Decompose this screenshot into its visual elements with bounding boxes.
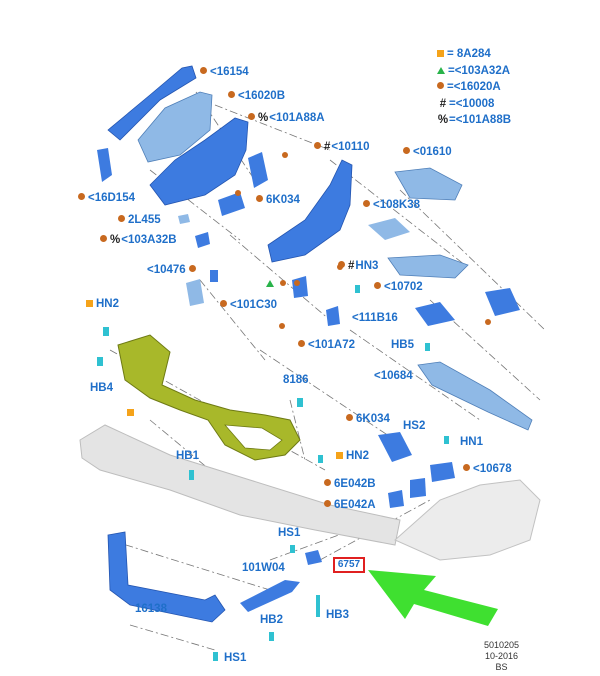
- square-icon: [437, 50, 444, 57]
- bracket-6k034-lower: [378, 432, 412, 462]
- label-hn2-left[interactable]: HN2: [86, 298, 119, 311]
- label-01610[interactable]: <01610: [403, 146, 452, 159]
- bumper-beam-part: [79, 424, 401, 546]
- label-6k034-upper[interactable]: 6K034: [256, 194, 300, 207]
- bracket-hn3: [292, 276, 308, 298]
- label-103a32b[interactable]: %<103A32B: [100, 234, 177, 247]
- bracket-108k38: [368, 218, 410, 240]
- label-16154[interactable]: <16154: [200, 66, 249, 79]
- label-10702[interactable]: <10702: [374, 281, 423, 294]
- strut-tower-part: [137, 91, 213, 163]
- bracket-hs1: [305, 550, 322, 565]
- bracket-101a72: [326, 306, 340, 326]
- dot-icon: [437, 82, 444, 89]
- diagram-reference-stamp: 5010205 10-2016 BS: [484, 640, 520, 672]
- label-101w04[interactable]: 101W04: [242, 562, 285, 574]
- bracket-right-edge: [485, 288, 520, 316]
- triangle-marker: [266, 280, 274, 287]
- label-10110[interactable]: #<10110: [314, 141, 369, 154]
- bracket-16d154: [97, 148, 112, 182]
- label-hb3[interactable]: HB3: [326, 609, 350, 621]
- upper-rail-part: [107, 65, 197, 141]
- rail-10684: [417, 361, 533, 431]
- label-hs1-upper[interactable]: HS1: [278, 527, 301, 539]
- bracket-101c30: [186, 279, 204, 306]
- bracket-2l455: [178, 214, 190, 224]
- label-10684[interactable]: <10684: [374, 370, 413, 382]
- label-101c30[interactable]: <101C30: [220, 299, 277, 312]
- label-hs2[interactable]: HS2: [403, 420, 426, 432]
- label-hb2[interactable]: HB2: [260, 614, 284, 626]
- wheelhouse-part: [149, 117, 249, 206]
- label-hs1-lower[interactable]: HS1: [224, 652, 247, 664]
- bracket-01610: [394, 167, 463, 201]
- legend-row-square: = 8A284: [437, 48, 511, 65]
- bracket-103a32b: [195, 232, 210, 248]
- label-hn2-center[interactable]: HN2: [336, 450, 369, 463]
- lower-rail-right: [394, 479, 541, 561]
- bracket-center-small: [248, 152, 268, 188]
- highlighted-part-6757[interactable]: 6757: [333, 557, 365, 573]
- label-16020b[interactable]: <16020B: [228, 90, 285, 103]
- label-2l455[interactable]: 2L455: [118, 214, 161, 227]
- bracket-10678: [430, 462, 455, 482]
- bracket-6e042a: [388, 490, 404, 508]
- apron-10110: [267, 159, 353, 263]
- legend-row-triangle: =<103A32A: [437, 65, 511, 82]
- label-6e042b[interactable]: 6E042B: [324, 478, 376, 491]
- label-6e042a[interactable]: 6E042A: [324, 499, 376, 512]
- label-hb4[interactable]: HB4: [90, 382, 114, 394]
- bracket-111b16: [415, 302, 455, 326]
- green-arrow-indicator: [368, 570, 498, 626]
- label-6k034-lower[interactable]: 6K034: [346, 413, 390, 426]
- legend: = 8A284 =<103A32A =<16020A #=<10008 %=<1…: [437, 48, 511, 131]
- bracket-10476: [210, 270, 218, 282]
- label-10476[interactable]: <10476: [147, 264, 199, 277]
- strip-101w04: [240, 580, 300, 612]
- legend-row-dot: =<16020A: [437, 81, 511, 98]
- label-hb1[interactable]: HB1: [176, 450, 200, 462]
- bracket-10702: [387, 254, 469, 279]
- label-16138[interactable]: 16138: [135, 603, 167, 615]
- fasteners: [97, 285, 449, 661]
- radiator-opening: [224, 424, 283, 451]
- label-108k38[interactable]: <108K38: [363, 199, 420, 212]
- lower-crossmember-16138: [107, 531, 226, 623]
- square-marker: [127, 409, 134, 416]
- label-101a88a[interactable]: %<101A88A: [248, 112, 325, 125]
- label-8186[interactable]: 8186: [283, 374, 309, 386]
- legend-row-percent: %=<101A88B: [437, 114, 512, 126]
- triangle-icon: [437, 66, 445, 74]
- label-16d154[interactable]: <16D154: [78, 192, 135, 205]
- label-hn3[interactable]: #HN3: [338, 260, 378, 273]
- percent-symbol: %: [437, 114, 449, 126]
- label-10678[interactable]: <10678: [463, 463, 512, 476]
- bracket-6e042b: [410, 478, 426, 498]
- label-hn1[interactable]: HN1: [460, 436, 484, 448]
- legend-row-hash: #=<10008: [437, 98, 511, 115]
- bracket-6k034: [218, 192, 245, 216]
- label-hb5[interactable]: HB5: [391, 339, 415, 351]
- label-111b16[interactable]: <111B16: [352, 312, 398, 324]
- label-101a72[interactable]: <101A72: [298, 339, 355, 352]
- hash-symbol: #: [439, 97, 447, 110]
